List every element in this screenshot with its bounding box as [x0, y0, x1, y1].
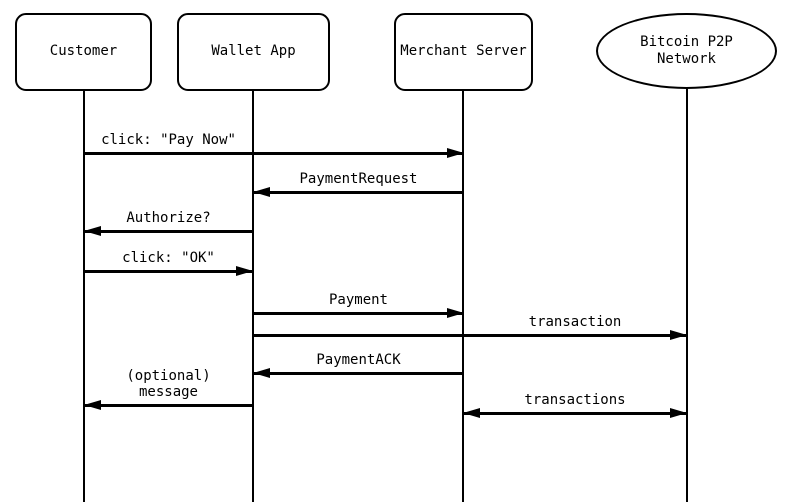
participant-merchant-server-label: Merchant Server [400, 43, 527, 60]
message-payment-ack-label: PaymentACK [316, 351, 401, 368]
message-click-ok-line [84, 270, 253, 273]
message-payment-ack-line [253, 372, 464, 375]
message-transaction-label: transaction [528, 313, 622, 330]
message-payment: Payment [253, 292, 464, 318]
lifeline-wallet-app [252, 91, 254, 502]
message-authorize-label: Authorize? [126, 209, 211, 226]
arrowhead-right-icon [447, 148, 464, 158]
lifeline-merchant-server [462, 91, 464, 502]
message-authorize: Authorize? [84, 210, 253, 236]
arrowhead-left-icon [253, 368, 270, 378]
message-payment-request-label: PaymentRequest [299, 170, 418, 187]
lifeline-customer [83, 91, 85, 502]
arrowhead-right-icon [670, 330, 687, 340]
message-transaction: transaction [253, 314, 687, 340]
participant-merchant-server: Merchant Server [394, 13, 533, 91]
participant-bitcoin-p2p-network-label: Bitcoin P2P Network [640, 33, 733, 68]
participant-wallet-app-label: Wallet App [211, 43, 296, 60]
message-transaction-line [253, 334, 687, 337]
message-optional-message: (optional) message [84, 368, 253, 410]
arrowhead-right-icon [670, 408, 687, 418]
arrowhead-left-icon [84, 400, 101, 410]
participant-wallet-app: Wallet App [177, 13, 330, 91]
message-payment-request: PaymentRequest [253, 171, 464, 197]
lifeline-bitcoin-p2p-network [686, 89, 688, 502]
message-click-pay-now: click: "Pay Now" [84, 132, 464, 158]
message-payment-label: Payment [328, 291, 388, 308]
message-click-pay-now-label: click: "Pay Now" [101, 131, 236, 148]
message-transactions: transactions [463, 392, 687, 418]
arrowhead-left-icon [463, 408, 480, 418]
message-optional-message-line [84, 404, 253, 407]
participant-customer: Customer [15, 13, 152, 91]
message-payment-line [253, 312, 464, 315]
message-transactions-label: transactions [524, 391, 626, 408]
message-payment-request-line [253, 191, 464, 194]
message-payment-ack: PaymentACK [253, 352, 464, 378]
message-transactions-line [463, 412, 687, 415]
arrowhead-right-icon [447, 308, 464, 318]
participant-bitcoin-p2p-network: Bitcoin P2P Network [596, 13, 777, 89]
arrowhead-right-icon [236, 266, 253, 276]
message-click-ok: click: "OK" [84, 250, 253, 276]
message-click-pay-now-line [84, 152, 464, 155]
message-click-ok-label: click: "OK" [122, 249, 215, 266]
message-authorize-line [84, 230, 253, 233]
message-optional-message-label: (optional) message [126, 367, 211, 400]
arrowhead-left-icon [84, 226, 101, 236]
arrowhead-left-icon [253, 187, 270, 197]
participant-customer-label: Customer [49, 43, 118, 60]
